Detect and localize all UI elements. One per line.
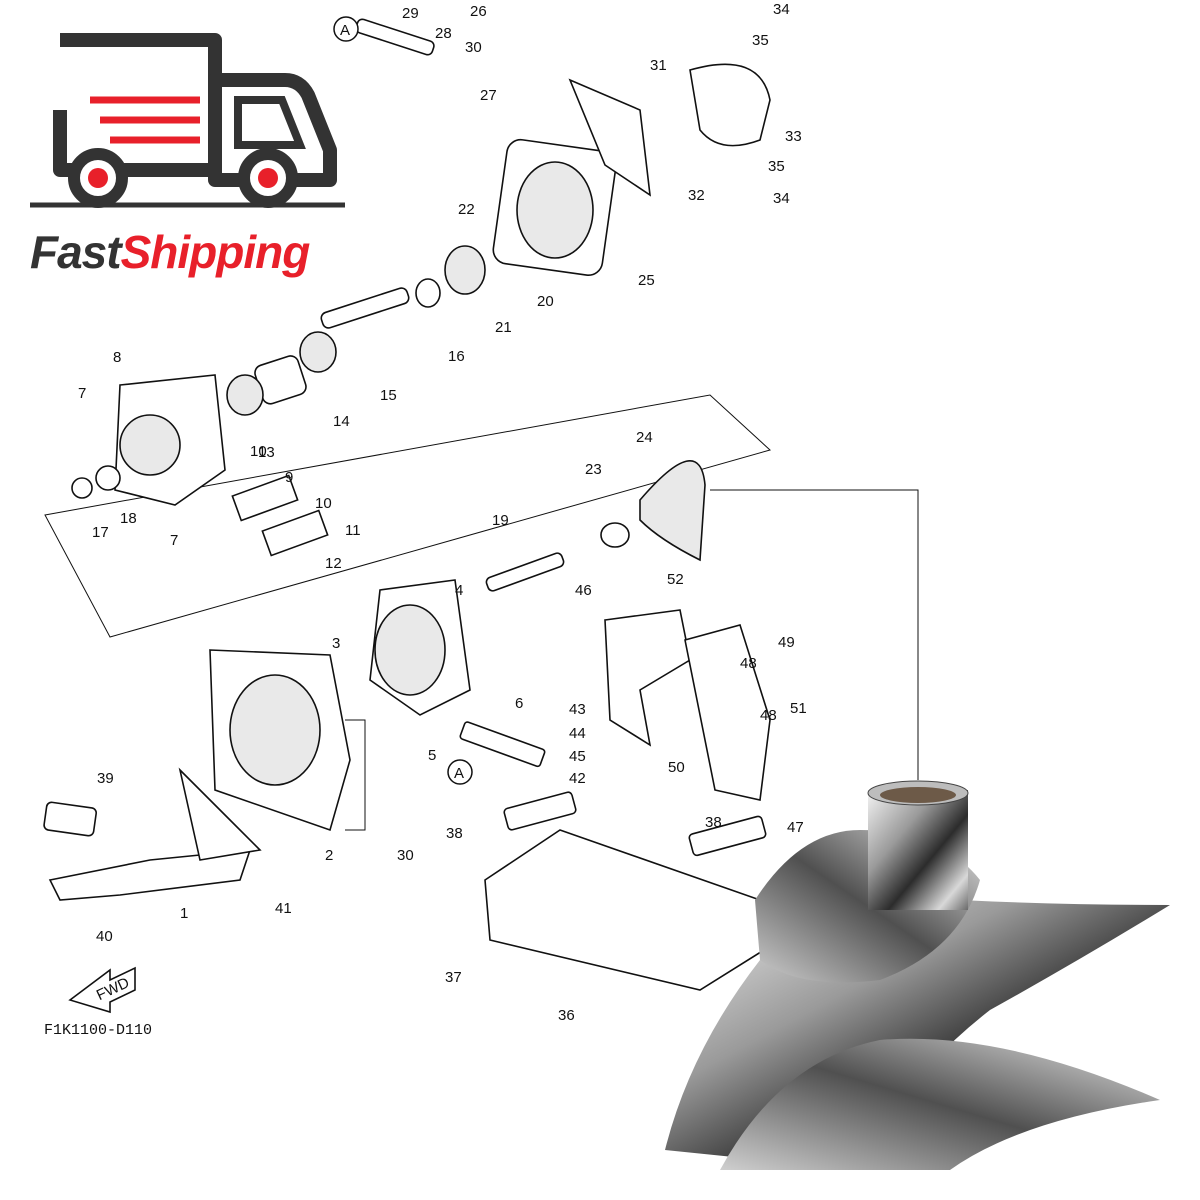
callout-17: 17 xyxy=(92,524,109,541)
logo-word-fast: Fast xyxy=(30,226,122,278)
callout-39: 39 xyxy=(97,770,114,787)
callout-16: 16 xyxy=(448,348,465,365)
reference-marker-a-top: A xyxy=(333,16,359,42)
callout-52: 52 xyxy=(667,571,684,588)
callout-51: 51 xyxy=(790,700,807,717)
impeller-small xyxy=(485,460,706,592)
callout-34a: 34 xyxy=(773,1,790,18)
callout-47: 47 xyxy=(787,819,804,836)
callout-10a: 10 xyxy=(250,443,267,460)
callout-28: 28 xyxy=(435,25,452,42)
callout-24: 24 xyxy=(636,429,653,446)
fast-shipping-logo-text: FastShipping xyxy=(30,225,311,279)
callout-48a: 48 xyxy=(740,655,757,672)
callout-20: 20 xyxy=(537,293,554,310)
callout-19: 19 xyxy=(492,512,509,529)
callout-21: 21 xyxy=(495,319,512,336)
callout-36: 36 xyxy=(558,1007,575,1024)
callout-15: 15 xyxy=(380,387,397,404)
side-plates xyxy=(459,609,771,801)
svg-text:A: A xyxy=(340,22,350,39)
diagram-code: F1K1100-D110 xyxy=(44,1022,153,1039)
callout-30a: 30 xyxy=(465,39,482,56)
callout-45: 45 xyxy=(569,748,586,765)
callout-46: 46 xyxy=(575,582,592,599)
callout-1: 1 xyxy=(180,905,188,922)
callout-42: 42 xyxy=(569,770,586,787)
callout-7b: 7 xyxy=(170,532,178,549)
callout-48b: 48 xyxy=(760,707,777,724)
callout-38a: 38 xyxy=(446,825,463,842)
callout-14: 14 xyxy=(333,413,350,430)
callout-44: 44 xyxy=(569,725,586,742)
callout-11: 11 xyxy=(345,522,361,539)
callout-12: 12 xyxy=(325,555,342,572)
callout-35b: 35 xyxy=(768,158,785,175)
callout-2: 2 xyxy=(325,847,333,864)
callout-22: 22 xyxy=(458,201,475,218)
fwd-arrow-icon: FWD xyxy=(68,966,136,1014)
callout-31: 31 xyxy=(650,57,667,74)
stainless-impeller-photo xyxy=(665,780,1170,1170)
callout-34b: 34 xyxy=(773,190,790,207)
callout-13: 13 xyxy=(258,444,275,461)
callout-41: 41 xyxy=(275,900,292,917)
svg-text:A: A xyxy=(454,765,464,782)
drive-shaft-parts xyxy=(226,18,486,416)
delivery-truck-icon xyxy=(30,33,345,208)
ride-plate-and-grate xyxy=(43,767,782,991)
callout-50: 50 xyxy=(668,759,685,776)
callout-7a: 7 xyxy=(78,385,86,402)
callout-40: 40 xyxy=(96,928,113,945)
intake-duct xyxy=(209,579,471,832)
callout-18: 18 xyxy=(120,510,137,527)
callout-37a: 37 xyxy=(445,969,462,986)
callout-43: 43 xyxy=(569,701,586,718)
callout-10b: 10 xyxy=(315,495,332,512)
callout-8: 8 xyxy=(113,349,121,366)
jet-pump-housing xyxy=(492,63,771,277)
callout-4: 4 xyxy=(455,582,463,599)
callout-23: 23 xyxy=(585,461,602,478)
callout-6: 6 xyxy=(515,695,523,712)
callout-9: 9 xyxy=(285,469,293,486)
callout-27: 27 xyxy=(480,87,497,104)
logo-word-shipping: Shipping xyxy=(120,226,311,278)
callout-30b: 30 xyxy=(397,847,414,864)
callout-5: 5 xyxy=(428,747,436,764)
reference-marker-a-bottom: A xyxy=(447,759,473,785)
callout-38b: 38 xyxy=(705,814,722,831)
callout-32: 32 xyxy=(688,187,705,204)
callout-33: 33 xyxy=(785,128,802,145)
callout-labels: 1 2 3 4 5 6 7 7 8 9 10 10 11 12 13 14 15… xyxy=(78,1,807,1024)
impeller-housing xyxy=(71,374,329,557)
callout-35a: 35 xyxy=(752,32,769,49)
callout-26: 26 xyxy=(470,3,487,20)
callout-25: 25 xyxy=(638,272,655,289)
callout-3: 3 xyxy=(332,635,340,652)
assembly-outline-lines xyxy=(44,394,919,831)
callout-49: 49 xyxy=(778,634,795,651)
callout-29: 29 xyxy=(402,5,419,22)
